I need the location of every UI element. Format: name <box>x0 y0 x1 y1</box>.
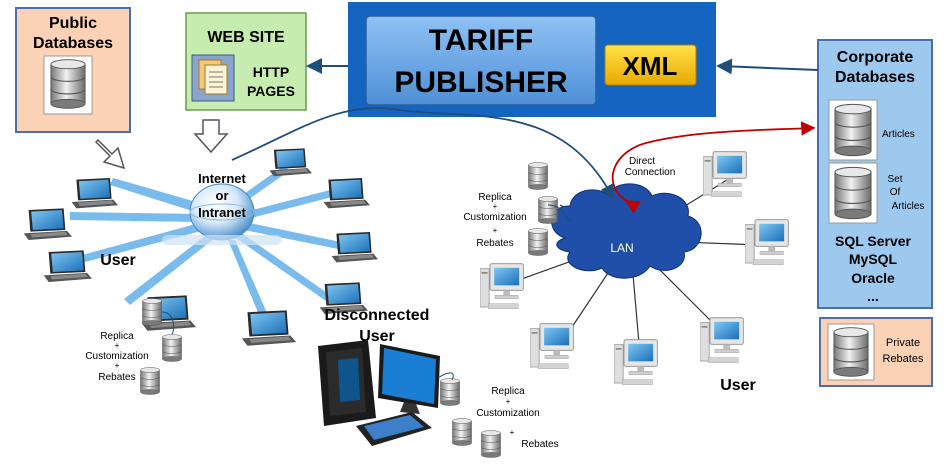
direct-connection-line1: Direct <box>629 156 655 167</box>
left-replica-line3: Rebates <box>98 372 135 383</box>
private-database-icon <box>833 327 869 377</box>
corporate-title-line2: Databases <box>835 69 915 86</box>
left-replica-line1: Replica <box>100 331 134 342</box>
globe-base <box>162 235 282 245</box>
internet-spokes <box>70 165 355 322</box>
public-down-arrow <box>94 138 126 170</box>
corporate-to-publisher-arrow <box>716 58 819 75</box>
disconnected-label-line1: Disconnected <box>325 307 430 324</box>
lan-replica-line1: Replica <box>478 192 512 203</box>
disconnected-label-line2: User <box>359 328 395 345</box>
left-replica-line2: Customization <box>85 351 148 362</box>
set-label-line3: Articles <box>892 201 925 212</box>
disc-replica-line3: Rebates <box>521 439 558 450</box>
lan-replica-line2: Customization <box>463 212 526 223</box>
left-replica-databases <box>140 298 182 395</box>
internet-label-line1: Internet <box>198 171 246 186</box>
direct-connection-arrow <box>611 121 816 214</box>
tariff-publisher-box <box>365 15 597 106</box>
internet-label-line3: Intranet <box>198 205 246 220</box>
internet-label-line2: or <box>216 188 229 203</box>
disconnected-replica-databases <box>437 372 501 458</box>
public-title-line1: Public <box>49 15 97 32</box>
globe-ring <box>189 203 255 221</box>
gaming-pc-icon <box>318 340 440 446</box>
http-label: HTTP <box>253 64 290 80</box>
lan-label: LAN <box>610 241 633 255</box>
user-right-label: User <box>720 377 756 394</box>
engine-oracle: Oracle <box>851 270 895 286</box>
corporate-title-line1: Corporate <box>837 49 914 66</box>
xml-box <box>604 44 697 86</box>
set-label-line1: Set <box>887 174 902 185</box>
internet-to-lan-arrow <box>231 107 614 200</box>
engine-mysql: MySQL <box>849 251 898 267</box>
disc-replica-plus2: + <box>510 428 515 437</box>
disc-replica-line2: Customization <box>476 408 539 419</box>
private-label-line1: Private <box>886 337 920 349</box>
public-database-icon <box>50 59 86 109</box>
pages-label: PAGES <box>247 83 295 99</box>
engine-sql-server: SQL Server <box>835 233 912 249</box>
articles-label: Articles <box>882 129 915 140</box>
set-of-articles-database-icon <box>834 166 872 220</box>
lan-cloud-icon <box>551 183 702 279</box>
lan-replica-plus1: + <box>493 202 498 211</box>
private-label-line2: Rebates <box>883 353 924 365</box>
disc-replica-plus1: + <box>506 397 511 406</box>
web-down-arrow <box>193 119 229 154</box>
disc-replica-line1: Replica <box>491 386 525 397</box>
left-replica-plus1: + <box>115 341 120 350</box>
lan-replica-databases <box>528 162 573 256</box>
articles-database-icon <box>834 103 872 157</box>
web-site-title: WEB SITE <box>207 29 285 46</box>
lan-replica-plus2: + <box>493 226 498 235</box>
set-label-line2: Of <box>890 187 901 198</box>
engine-ellipsis: ... <box>867 288 879 304</box>
publisher-label: PUBLISHER <box>394 66 568 99</box>
tariff-label: TARIFF <box>429 24 533 57</box>
lan-replica-line3: Rebates <box>476 238 513 249</box>
xml-label: XML <box>623 51 678 81</box>
left-replica-plus2: + <box>115 361 120 370</box>
http-pages-icon <box>191 54 235 102</box>
user-left-label: User <box>100 252 136 269</box>
direct-connection-line2: Connection <box>625 167 676 178</box>
public-title-line2: Databases <box>33 35 113 52</box>
